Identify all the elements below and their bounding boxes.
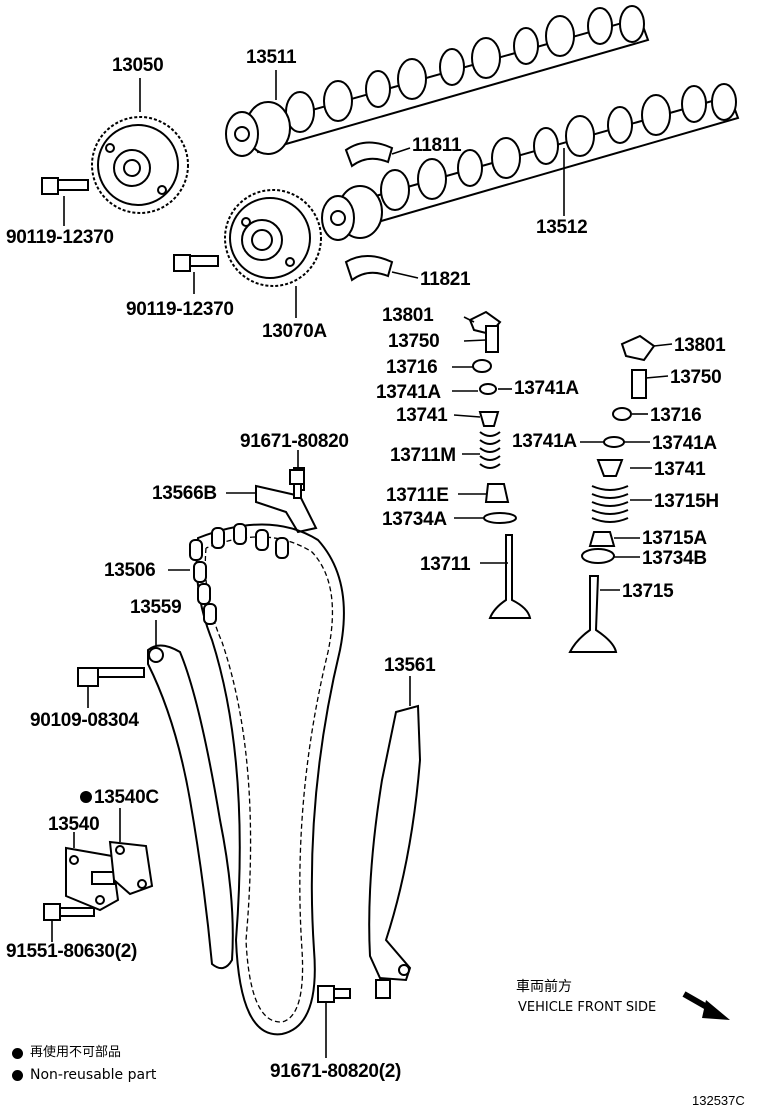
label-13741a-intake-1: 13741A [376,382,441,403]
label-13512: 13512 [536,217,588,238]
label-13741a-exhaust-1: 13741A [512,431,577,452]
label-13750-exhaust: 13750 [670,367,722,388]
label-13540: 13540 [48,814,100,835]
label-13715h: 13715H [654,491,719,512]
label-13566b: 13566B [152,483,217,504]
bolt-91551 [43,903,95,921]
label-13734b: 13734B [642,548,707,569]
label-13734a: 13734A [382,509,447,530]
label-13715a: 13715A [642,528,707,549]
label-13741-intake: 13741 [396,405,448,426]
exhaust-camshaft [321,83,740,241]
bolt-90109 [77,667,145,687]
legend-en: Non-reusable part [30,1067,157,1083]
label-13741a-exhaust-2: 13741A [652,433,717,454]
intake-camshaft [225,5,650,157]
label-11811: 11811 [412,135,462,156]
bearing-11821 [344,255,394,282]
chain-tensioner [65,846,120,912]
chain-damper [255,467,318,534]
timing-chain [189,523,345,1036]
label-90119-a: 90119-12370 [6,227,114,248]
label-90119-b: 90119-12370 [126,299,234,320]
chain-guide [368,704,422,999]
label-13540c: 13540C [94,787,159,808]
leader-lines [51,70,673,1058]
intake-timing-gear [91,116,189,214]
legend-dot-en [12,1070,23,1081]
exhaust-timing-gear [224,189,322,287]
label-13741-exhaust: 13741 [654,459,706,480]
label-11821: 11821 [420,269,471,290]
label-90109: 90109-08304 [30,710,139,731]
label-13511: 13511 [246,47,297,68]
label-13801-exhaust: 13801 [674,335,726,356]
label-13716-exhaust: 13716 [650,405,702,426]
non-reusable-marker [80,791,92,803]
bolt-91671-b [317,985,351,1003]
legend-jp: 再使用不可部品 [30,1045,122,1060]
bolt-90119-a [41,177,89,195]
valve-train-exhaust [568,334,656,653]
bolt-91671-a [289,469,305,499]
chain-slipper [147,644,234,970]
label-13070a: 13070A [262,321,327,342]
bolt-90119-b [173,254,219,272]
front-direction-arrow [682,991,730,1020]
bearing-11811 [344,141,394,168]
label-13561: 13561 [384,655,436,676]
label-13750-intake: 13750 [388,331,440,352]
label-13711: 13711 [420,554,471,575]
label-13506: 13506 [104,560,156,581]
label-13716-intake: 13716 [386,357,438,378]
valve-train-intake [468,310,532,619]
legend-dot-jp [12,1048,23,1059]
label-13801-intake: 13801 [382,305,434,326]
label-91551: 91551-80630(2) [6,941,138,962]
direction-en: VEHICLE FRONT SIDE [518,1000,657,1015]
label-13741a-intake-2: 13741A [514,378,579,399]
direction-jp: 車両前方 [516,979,572,995]
label-13711m: 13711M [390,445,456,466]
label-13050: 13050 [112,55,164,76]
label-91671-a: 91671-80820 [240,431,349,452]
label-13711e: 13711E [386,485,449,506]
label-13715: 13715 [622,581,674,602]
label-13559: 13559 [130,597,182,618]
label-91671-b: 91671-80820(2) [270,1061,402,1082]
tensioner-gasket [108,840,154,896]
figure-id: 132537C [692,1093,745,1108]
